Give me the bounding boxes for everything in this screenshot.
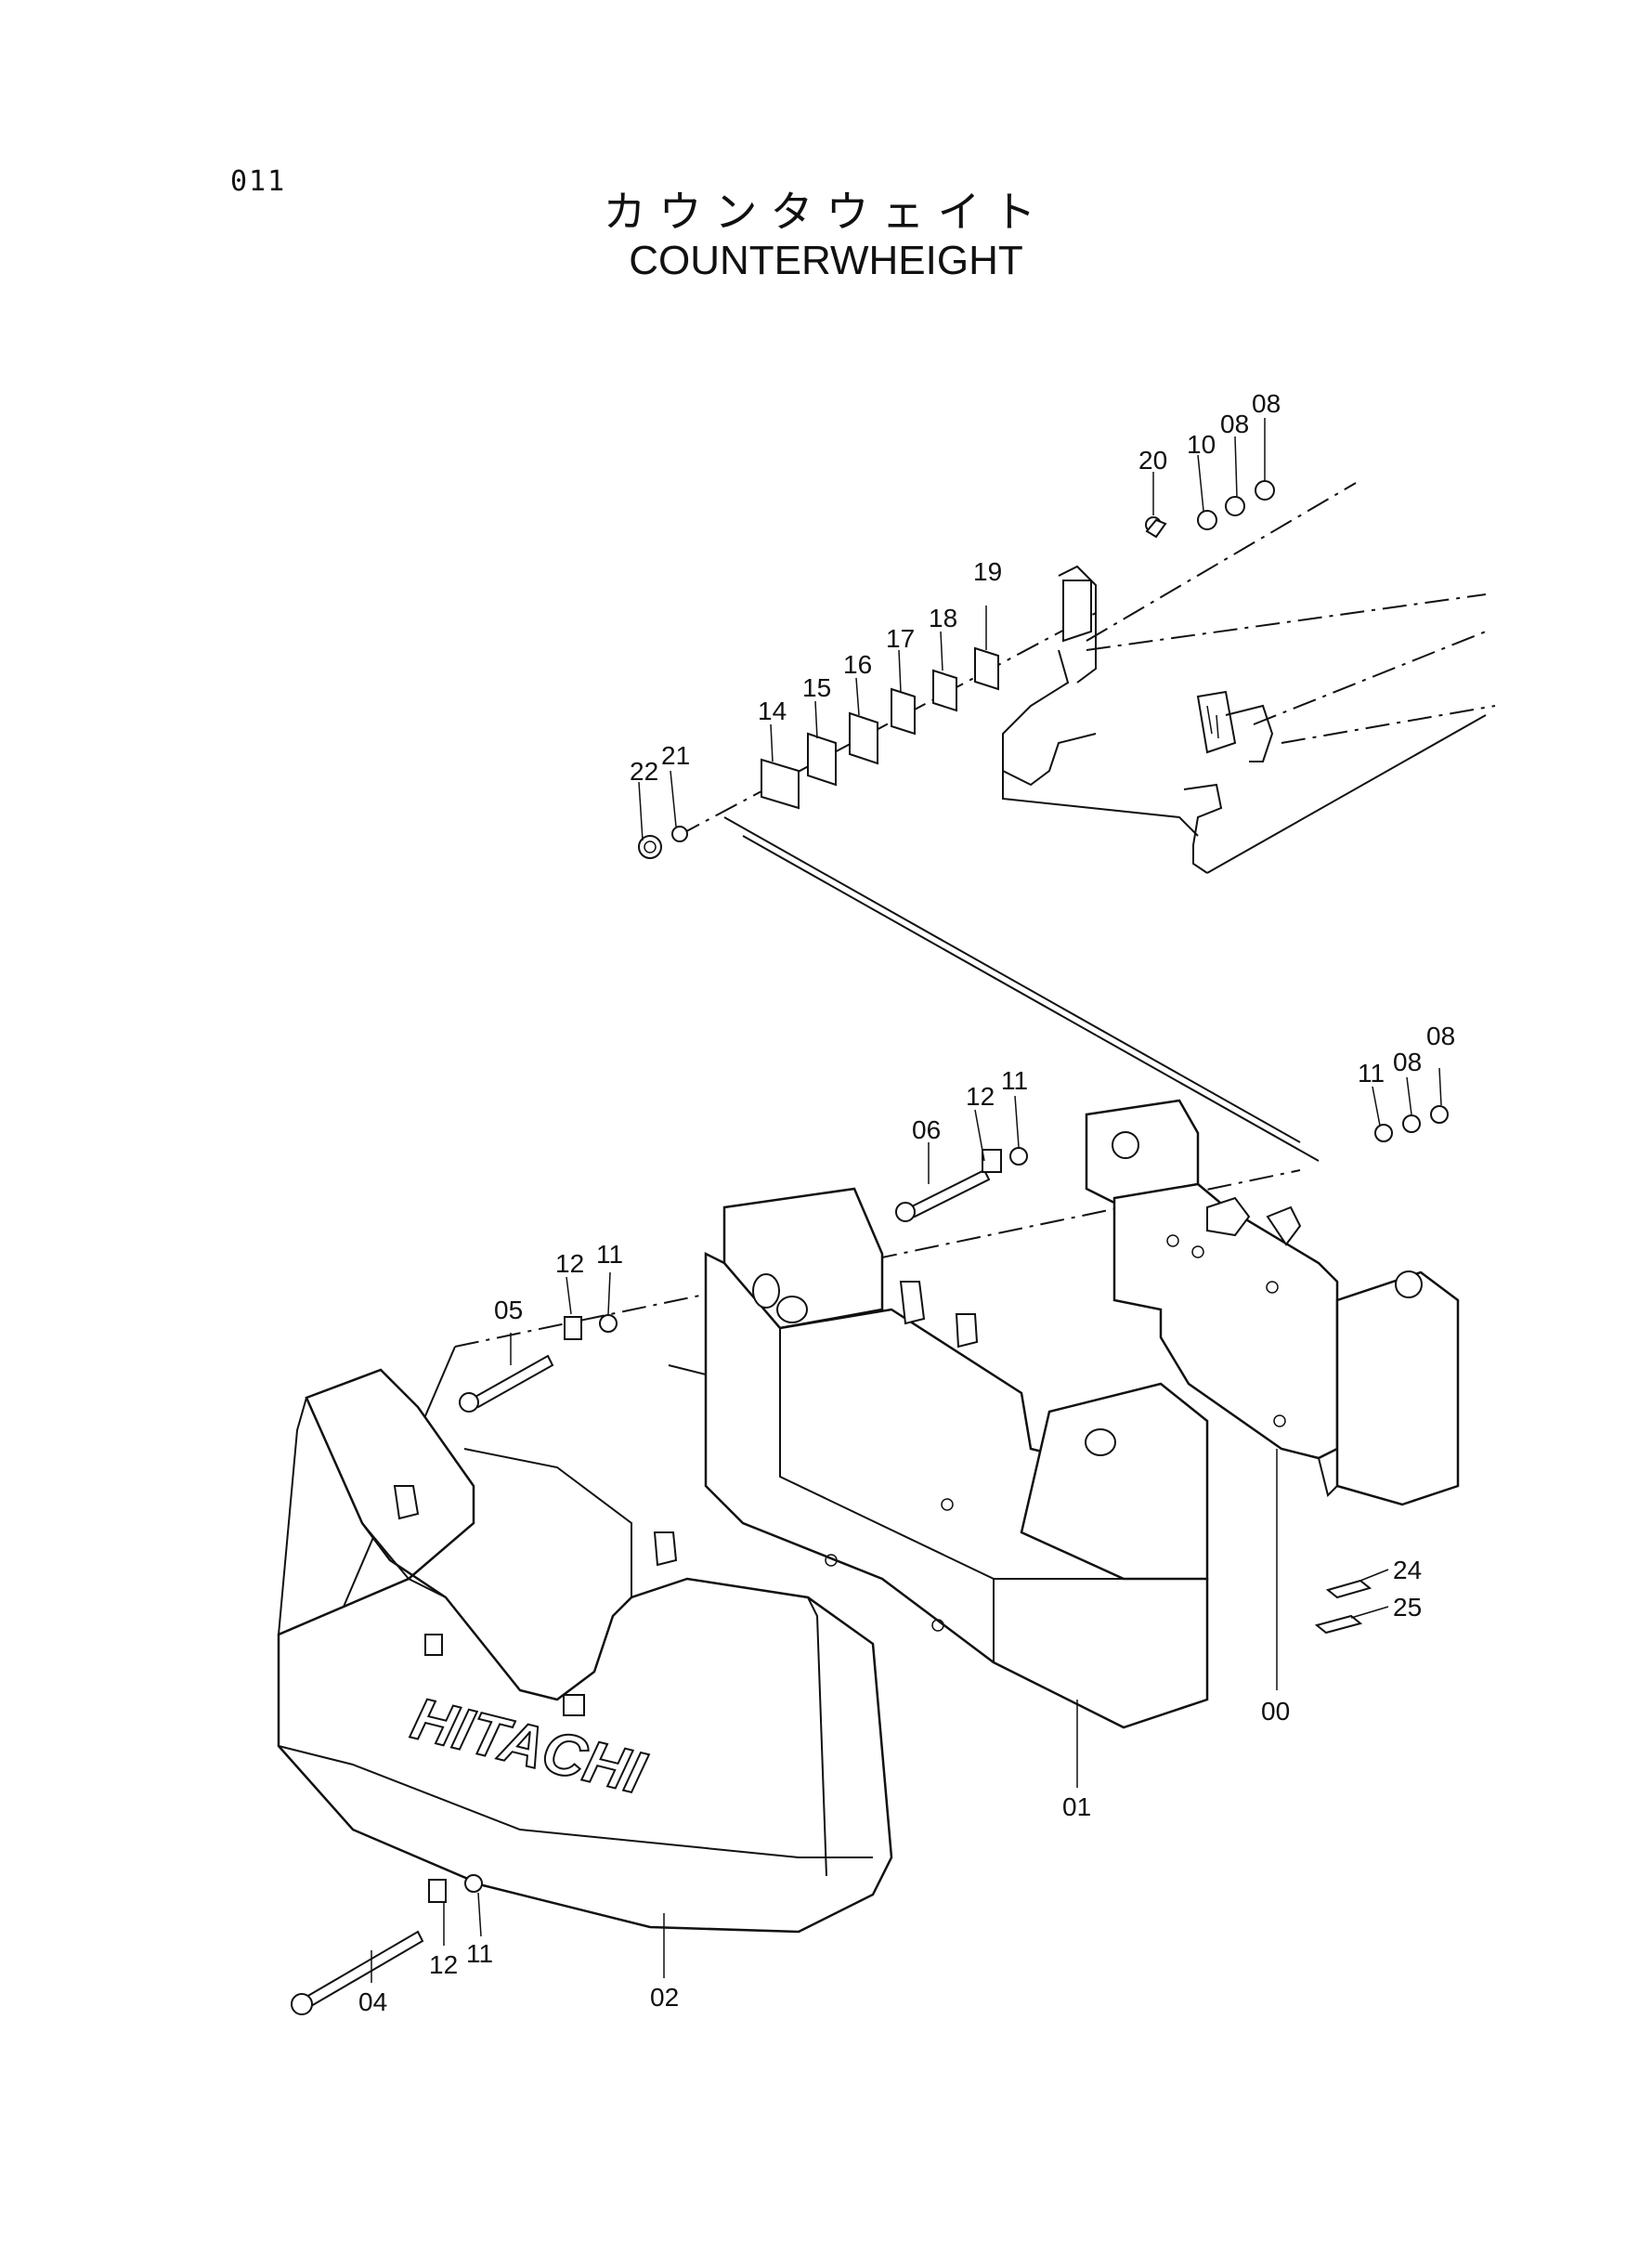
counterweight-bracket (1085, 1099, 1460, 1506)
title-english: COUNTERWHEIGHT (629, 238, 1023, 283)
leader-lines (371, 418, 1442, 1983)
label-02: 02 (650, 1983, 679, 2012)
page-number: 011 (230, 165, 287, 198)
label-00: 00 (1261, 1697, 1290, 1726)
label-11-d: 11 (466, 1939, 493, 1968)
label-18: 18 (929, 604, 957, 632)
label-11-c: 11 (596, 1240, 623, 1269)
label-04: 04 (358, 1987, 387, 2016)
label-17: 17 (886, 624, 915, 653)
label-11-b: 11 (1358, 1059, 1385, 1088)
label-08-a: 08 (1220, 410, 1249, 438)
counterweight-front: HITACHI (277, 1368, 893, 1934)
label-05: 05 (494, 1296, 523, 1324)
shim-plates (638, 480, 1275, 859)
label-19: 19 (973, 557, 1002, 586)
label-22: 22 (630, 757, 658, 786)
main-frame (1002, 482, 1496, 874)
label-10: 10 (1187, 430, 1216, 459)
label-06: 06 (912, 1115, 941, 1144)
label-20: 20 (1138, 446, 1167, 475)
title-japanese: カウンタウェイト (603, 187, 1049, 237)
label-01: 01 (1062, 1792, 1091, 1821)
label-15: 15 (802, 673, 831, 702)
counterweight-center (704, 1187, 1209, 1729)
label-08-b: 08 (1252, 389, 1281, 418)
label-12-c: 12 (429, 1950, 458, 1979)
label-11-a: 11 (1001, 1066, 1028, 1095)
label-16: 16 (843, 650, 872, 679)
label-25: 25 (1393, 1593, 1422, 1622)
label-12-b: 12 (555, 1249, 584, 1278)
label-14: 14 (758, 697, 787, 725)
part-labels: 22 21 14 15 16 17 18 19 20 10 08 08 12 1… (358, 389, 1455, 2016)
label-24: 24 (1393, 1556, 1422, 1584)
label-08-d: 08 (1426, 1022, 1455, 1050)
label-21: 21 (661, 741, 690, 770)
label-08-c: 08 (1393, 1048, 1422, 1076)
label-12-a: 12 (966, 1082, 995, 1111)
bolts (291, 1105, 1449, 2015)
